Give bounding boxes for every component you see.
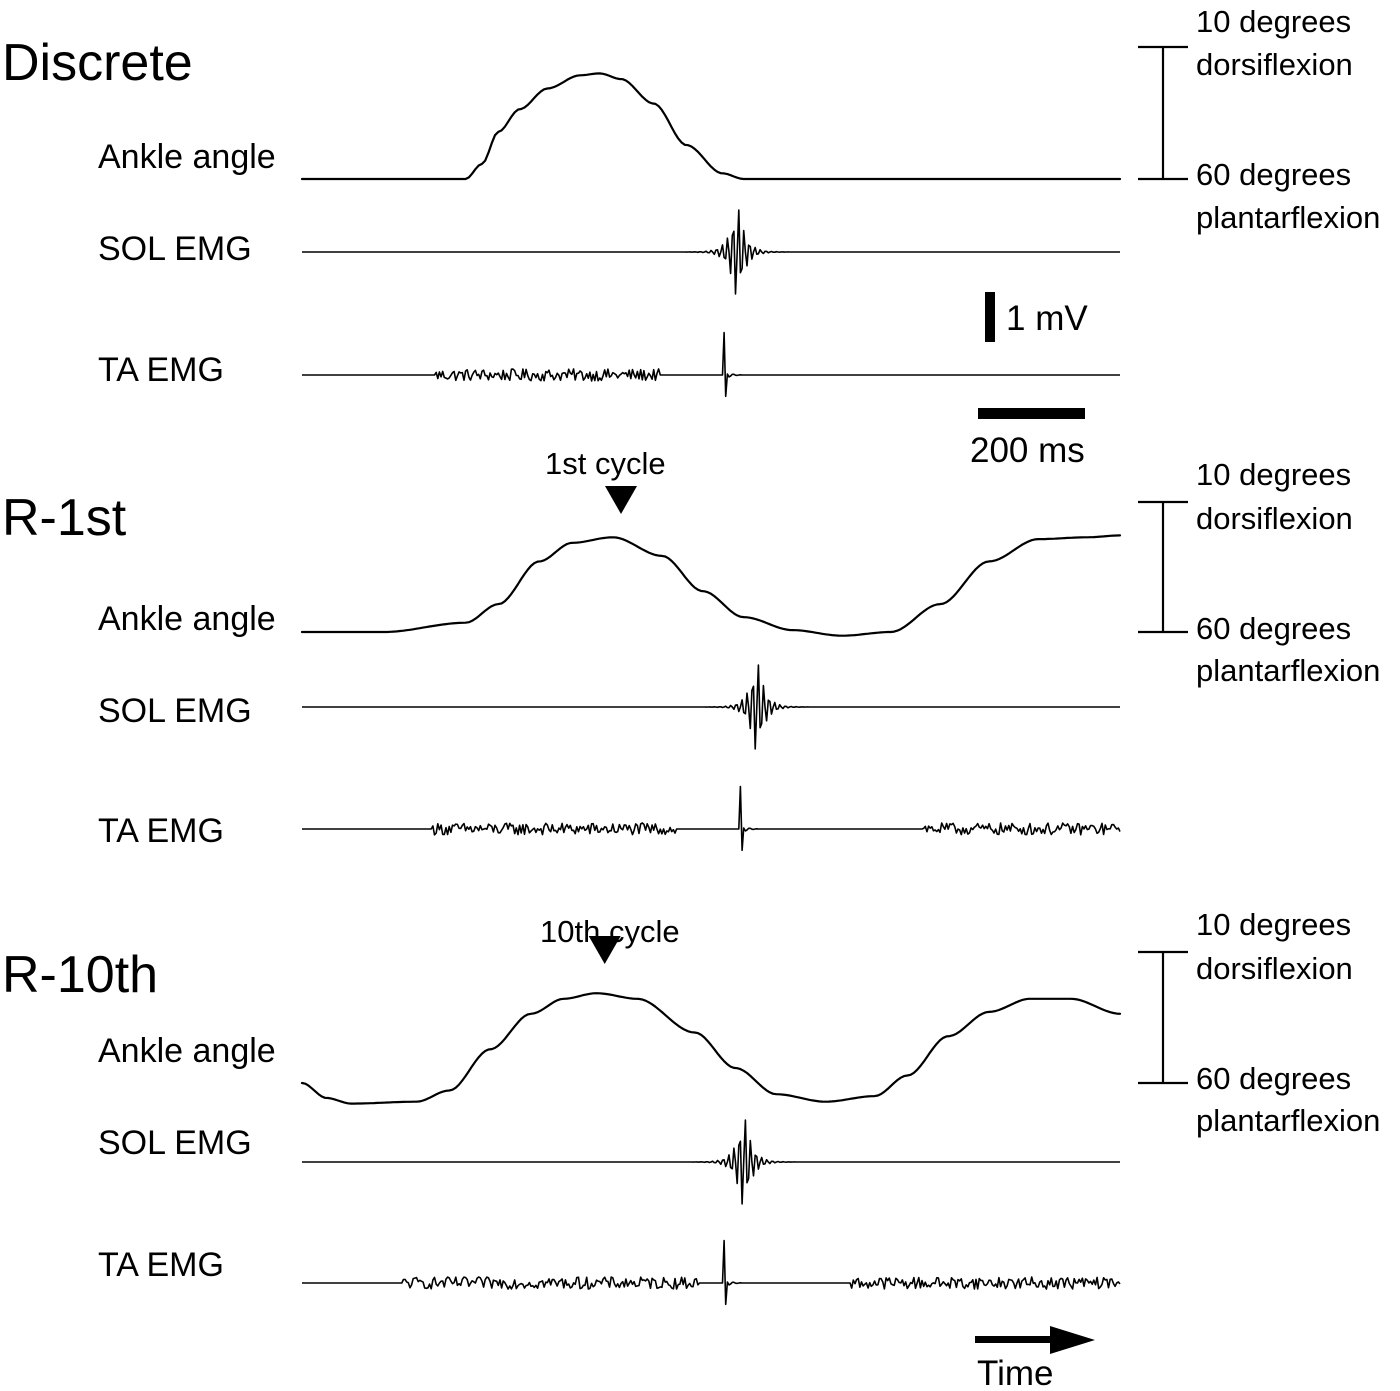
angle-scale-bracket <box>1138 950 1188 1085</box>
ta-emg-trace <box>302 785 1121 852</box>
ankle-angle-trace <box>300 72 1122 181</box>
sol-emg-trace <box>302 664 1120 750</box>
angle-scale-top-line2: dorsiflexion <box>1196 501 1353 536</box>
angle-scale-top-line1: 10 degrees <box>1196 907 1351 942</box>
angle-scale-bottom-line2: plantarflexion <box>1196 653 1380 688</box>
trace-label-ta-emg: TA EMG <box>98 1246 224 1284</box>
ta-emg-trace <box>302 331 1120 398</box>
ta-emg-trace <box>302 1239 1121 1306</box>
panel-title: R-1st <box>2 489 127 547</box>
trace-label-ankle-angle: Ankle angle <box>98 1032 276 1070</box>
angle-scale-top-line1: 10 degrees <box>1196 457 1351 492</box>
angle-scale-bracket <box>1138 500 1188 634</box>
time-axis-label: Time <box>977 1354 1053 1391</box>
panel-title: R-10th <box>2 946 158 1004</box>
angle-scale-top-line2: dorsiflexion <box>1196 951 1353 986</box>
panel-title: Discrete <box>2 34 193 92</box>
time-scale-bar <box>978 408 1085 419</box>
angle-scale-top-line2: dorsiflexion <box>1196 47 1353 82</box>
angle-scale-bottom-line2: plantarflexion <box>1196 1103 1380 1138</box>
panel-discrete: Discrete Ankle angle SOL EMG TA EMG 10 d… <box>2 4 1380 470</box>
angle-scale-bottom-line2: plantarflexion <box>1196 200 1380 235</box>
angle-scale-top-line1: 10 degrees <box>1196 4 1351 39</box>
sol-emg-trace <box>302 1119 1120 1205</box>
ankle-angle-trace <box>300 992 1122 1105</box>
cycle-marker-label: 1st cycle <box>545 446 666 481</box>
amplitude-scale-label: 1 mV <box>1006 299 1088 338</box>
sol-emg-trace <box>302 209 1120 295</box>
arrow-right-icon <box>1050 1326 1095 1354</box>
trace-label-ta-emg: TA EMG <box>98 812 224 850</box>
angle-scale-bottom-line1: 60 degrees <box>1196 157 1351 192</box>
trace-label-sol-emg: SOL EMG <box>98 1124 252 1162</box>
trace-label-sol-emg: SOL EMG <box>98 230 252 268</box>
cycle-marker-triangle <box>605 486 637 514</box>
trace-label-ta-emg: TA EMG <box>98 351 224 389</box>
trace-label-ankle-angle: Ankle angle <box>98 138 276 176</box>
cycle-marker-triangle <box>588 936 621 964</box>
trace-label-sol-emg: SOL EMG <box>98 692 252 730</box>
time-scale-label: 200 ms <box>970 431 1085 470</box>
trace-label-ankle-angle: Ankle angle <box>98 600 276 638</box>
time-arrow <box>975 1326 1095 1354</box>
angle-scale-bracket <box>1138 45 1188 181</box>
panel-r-1st: R-1st 1st cycle Ankle angle SOL EMG TA E… <box>2 446 1380 852</box>
panel-r-10th: R-10th 10th cycle Ankle angle SOL EMG TA… <box>2 907 1380 1306</box>
ankle-angle-trace <box>300 534 1122 637</box>
amplitude-scale-bar <box>985 292 995 342</box>
angle-scale-bottom-line1: 60 degrees <box>1196 611 1351 646</box>
angle-scale-bottom-line1: 60 degrees <box>1196 1061 1351 1096</box>
